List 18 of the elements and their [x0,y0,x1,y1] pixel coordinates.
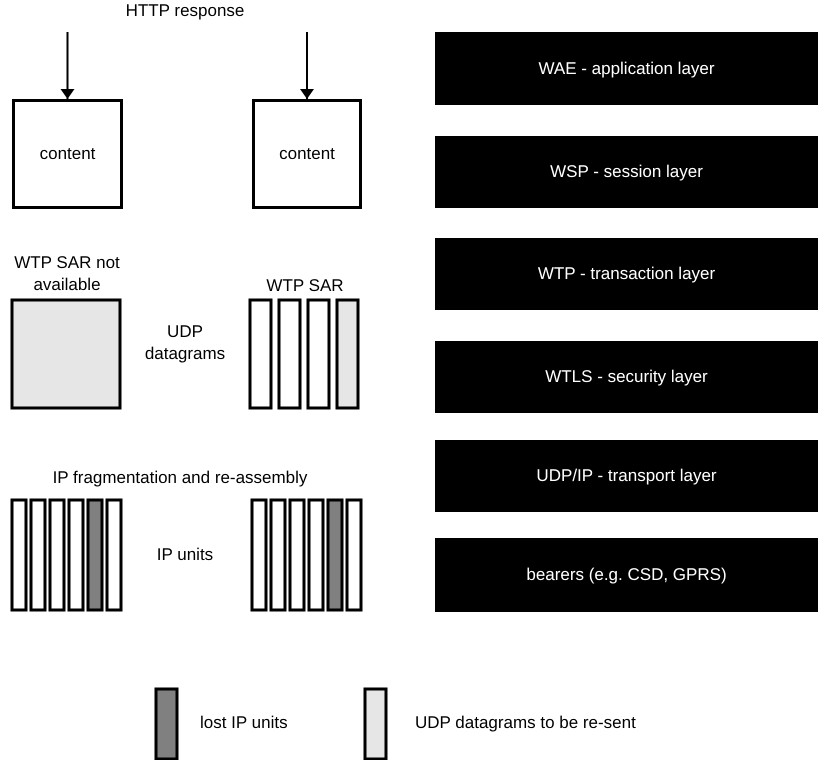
content-box: content [252,99,362,209]
protocol-layer-band: WSP - session layer [435,136,818,208]
legend-label: lost IP units [200,712,288,734]
protocol-layer-band: WTP - transaction layer [435,238,818,310]
content-box: content [12,99,123,209]
legend-label: UDP datagrams to be re-sent [415,712,636,734]
protocol-layer-band: UDP/IP - transport layer [435,440,818,512]
protocol-layer-band: WAE - application layer [435,32,818,105]
caption: UDP datagrams [144,321,226,365]
response-label: HTTP response [124,0,246,22]
caption: IP fragmentation and re-assembly [52,467,308,489]
caption: IP units [156,544,214,566]
protocol-layer-band: bearers (e.g. CSD, GPRS) [435,538,818,612]
arrow [300,32,314,99]
protocol-layer-band: WTLS - security layer [435,341,818,413]
caption: WTP SAR [265,275,345,297]
caption: WTP SAR not available [13,252,121,296]
arrow [60,32,74,99]
